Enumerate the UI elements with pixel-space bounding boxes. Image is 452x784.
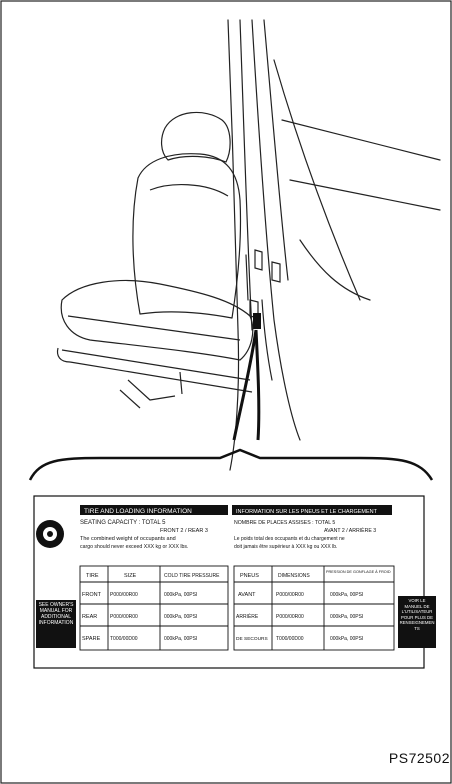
row-rear-size: P000/00R00 (110, 614, 138, 620)
row-rear-pressure: 000kPa, 00PSI (164, 614, 197, 620)
row-rear-label: REAR (82, 614, 97, 620)
col-header-tire: TIRE (86, 573, 99, 579)
col-header-pneus: PNEUS (240, 573, 259, 579)
seating-capacity-fr: NOMBRE DE PLACES ASSISES : TOTAL 5 (234, 520, 335, 526)
combined-weight-en-1: The combined weight of occupants and (80, 536, 176, 542)
label-location-marker (253, 313, 261, 329)
row-front-label: FRONT (82, 592, 102, 598)
row-spare-label: SPARE (82, 636, 101, 642)
side-note-en: SEE OWNER'S MANUAL FOR ADDITIONAL INFORM… (37, 602, 75, 626)
figure-code: PS72502 (389, 750, 450, 766)
row-arriere-label: ARRIÈRE (236, 613, 259, 620)
combined-weight-fr-2: doit jamais être supérieur à XXX kg ou X… (234, 544, 337, 550)
row-avant-pressure: 000kPa, 00PSI (330, 592, 363, 598)
combined-weight-en-2: cargo should never exceed XXX kg or XXX … (80, 544, 188, 550)
row-avant-size: P000/00R00 (276, 592, 304, 598)
row-secours-label: DE SECOURS (236, 636, 268, 642)
row-front-size: P000/00R00 (110, 592, 138, 598)
tire-icon (36, 520, 64, 548)
row-front-pressure: 000kPa, 00PSI (164, 592, 197, 598)
placard-header-en: TIRE AND LOADING INFORMATION (84, 508, 192, 515)
row-spare-size: T000/00D00 (110, 636, 138, 642)
col-header-size: SIZE (124, 573, 137, 579)
seating-capacity-en: SEATING CAPACITY : TOTAL 5 (80, 520, 166, 526)
seating-capacity-fr-2: AVANT 2 / ARRIÈRE 3 (324, 527, 376, 534)
side-note-fr: VOIR LE MANUEL DE L'UTILISATEUR POUR PLU… (399, 598, 435, 631)
row-spare-pressure: 000kPa, 00PSI (164, 636, 197, 642)
tire-placard: TIRE AND LOADING INFORMATION INFORMATION… (34, 496, 436, 668)
row-arriere-pressure: 000kPa, 00PSI (330, 614, 363, 620)
row-secours-size: T000/00D00 (276, 636, 304, 642)
col-header-dimensions: DIMENSIONS (278, 573, 310, 579)
placard-header-fr: INFORMATION SUR LES PNEUS ET LE CHARGEME… (236, 509, 378, 515)
row-avant-label: AVANT (238, 592, 256, 598)
row-secours-pressure: 000kPa, 00PSI (330, 636, 363, 642)
row-arriere-size: P000/00R00 (276, 614, 304, 620)
combined-weight-fr-1: Le poids total des occupants et du charg… (234, 536, 345, 542)
col-header-pression: PRESSION DE GONFLAGE À FROID (326, 570, 391, 574)
seating-capacity-en-2: FRONT 2 / REAR 3 (160, 528, 208, 534)
col-header-pressure: COLD TIRE PRESSURE (164, 573, 220, 579)
